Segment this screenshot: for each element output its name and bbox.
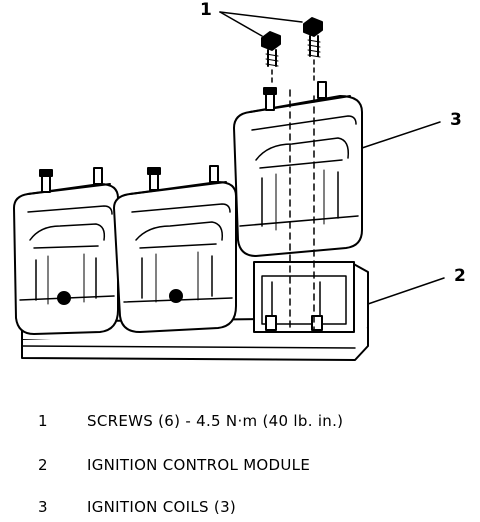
screw-left xyxy=(261,31,291,331)
legend-row-screws: 1 SCREWS (6) - 4.5 N·m (40 lb. in.) xyxy=(0,412,480,436)
callout-3: 3 xyxy=(450,110,462,130)
legend-label: IGNITION CONTROL MODULE xyxy=(87,456,311,474)
legend-label: SCREWS (6) - 4.5 N·m (40 lb. in.) xyxy=(87,412,344,430)
legend-row-coils: 3 IGNITION COILS (3) xyxy=(0,498,480,522)
screw-right xyxy=(303,17,323,331)
legend-row-control-module: 2 IGNITION CONTROL MODULE xyxy=(0,456,480,480)
ignition-control-module xyxy=(21,261,369,361)
callout-1: 1 xyxy=(200,0,212,20)
ignition-coil-2 xyxy=(113,165,237,333)
ignition-coil-1 xyxy=(13,167,119,335)
callout-2: 2 xyxy=(454,266,466,286)
legend-label: IGNITION COILS (3) xyxy=(87,498,237,516)
legend-number: 3 xyxy=(38,498,48,516)
ignition-assembly-illustration xyxy=(13,11,445,361)
legend-number: 1 xyxy=(38,412,48,430)
callout-leaders xyxy=(219,11,445,305)
legend-number: 2 xyxy=(38,456,48,474)
ignition-coil-3 xyxy=(233,81,363,257)
